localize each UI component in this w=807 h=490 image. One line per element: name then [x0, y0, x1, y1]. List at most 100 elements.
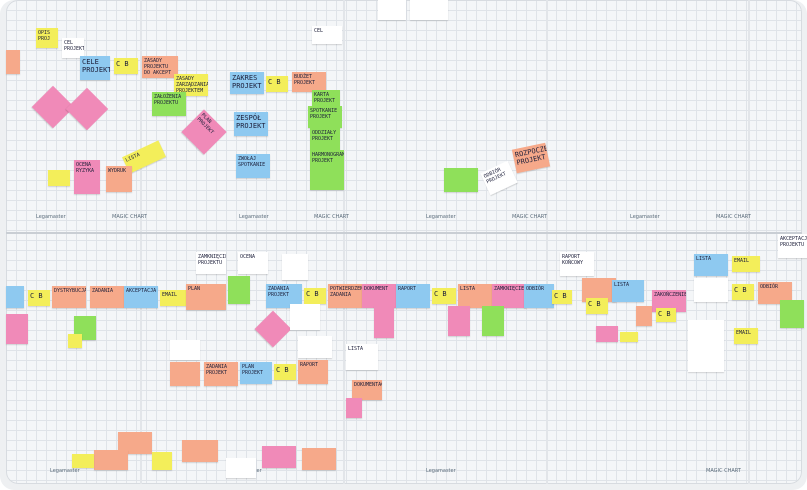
sticky-note: HARMONOGRAM PROJEKT — [310, 150, 344, 190]
sticky-note: OCENA — [238, 252, 268, 274]
sticky-note: ODDZIAŁY PROJEKT — [310, 128, 340, 150]
sticky-note: LISTA — [694, 254, 728, 276]
sticky-note — [226, 458, 256, 478]
sticky-note — [282, 254, 308, 280]
sticky-note: BUDŻET PROJEKT — [292, 72, 326, 92]
sticky-note — [298, 336, 332, 358]
sticky-note: C B — [114, 58, 138, 74]
brand-label: Legamaster — [36, 214, 66, 220]
sticky-note: C B — [656, 308, 676, 322]
sticky-note: ROZPOCZĘCIE PROJEKT — [511, 142, 551, 174]
brand-label: MAGIC CHART — [512, 214, 547, 220]
brand-label: MAGIC CHART — [314, 214, 349, 220]
brand-label: Legamaster — [426, 214, 456, 220]
sticky-note — [262, 446, 296, 468]
sticky-note: LISTA — [458, 284, 492, 308]
sticky-note — [48, 170, 70, 186]
sticky-note: C B — [28, 290, 50, 306]
sticky-note: ODBIÓR — [758, 282, 792, 304]
sticky-note — [596, 326, 618, 342]
sticky-note — [482, 306, 504, 336]
sticky-note: LISTA — [346, 344, 378, 370]
sticky-note: C B — [266, 76, 288, 92]
sticky-note: RAPORT — [298, 360, 328, 384]
sticky-note: AKCEPTACJA — [124, 286, 158, 308]
sticky-note: RAPORT — [396, 284, 430, 308]
sticky-note: ZAKOŃCZENIE — [652, 290, 686, 312]
sticky-note: EMAIL — [160, 290, 188, 306]
sticky-note: ZADANIA PROJEKT — [204, 362, 238, 386]
sticky-note: CEL — [312, 26, 342, 44]
whiteboard: Legamaster MAGIC CHART Legamaster MAGIC … — [6, 0, 807, 484]
sticky-note: DOKUMENT — [362, 284, 396, 308]
sticky-note: OPIS PROJ — [36, 28, 58, 48]
sticky-note: ZAMKNIĘCIE — [492, 284, 526, 308]
sticky-note — [636, 306, 652, 326]
sticky-note — [68, 334, 82, 348]
sticky-note: EMAIL — [732, 256, 760, 272]
sticky-note: C B — [304, 288, 326, 304]
brand-label: MAGIC CHART — [716, 214, 751, 220]
sticky-note — [410, 0, 448, 20]
sticky-note: C B — [732, 284, 754, 300]
sticky-note: ODBIÓR PROJEKT — [480, 160, 518, 196]
sticky-note — [254, 310, 292, 348]
brand-label: Legamaster — [630, 214, 660, 220]
sticky-note — [118, 432, 152, 454]
sticky-note: ZASADY ZARZĄDZANIA PROJEKTEM — [174, 74, 208, 96]
sticky-note: ZWOŁAJ SPOTKANIE — [236, 154, 270, 178]
sticky-note — [72, 454, 94, 468]
sticky-note: ZASADY PROJEKTU DO AKCEPT — [142, 56, 178, 78]
sticky-note: CEL PROJEKT — [62, 38, 84, 58]
sticky-note — [374, 306, 394, 338]
sticky-note — [228, 276, 250, 304]
sticky-note: AKCEPTACJA PROJEKTU — [778, 234, 807, 258]
sticky-note: RAPORT KOŃCOWY — [560, 252, 594, 276]
sticky-note: DOKUMENTACJA — [352, 380, 382, 400]
sheet-seam — [140, 0, 142, 484]
sticky-note — [448, 306, 470, 336]
sticky-note: C B — [586, 298, 608, 314]
sticky-note: ZADANIA — [90, 286, 124, 308]
sticky-note: ZAKRES PROJEKT — [230, 72, 264, 94]
sticky-note: C B — [552, 290, 572, 304]
sticky-note: DYSTRYBUCJA — [52, 286, 86, 308]
sticky-note: CELE PROJEKT — [80, 56, 110, 80]
sheet-seam — [6, 232, 802, 234]
sticky-note: ZAMKNIĘCIE PROJEKTU — [196, 252, 226, 274]
brand-label: MAGIC CHART — [112, 214, 147, 220]
brand-label: Legamaster — [239, 214, 269, 220]
brand-label: Legamaster — [50, 468, 80, 474]
sticky-note: SPOTKANIE PROJEKT — [308, 106, 342, 128]
sticky-note — [620, 332, 638, 342]
sticky-note — [6, 286, 24, 308]
sticky-note: C B — [432, 288, 456, 304]
sticky-note — [688, 320, 724, 372]
sticky-note: EMAIL — [734, 328, 758, 344]
sticky-note: C B — [274, 364, 296, 380]
sticky-note — [182, 440, 218, 462]
sticky-note — [780, 300, 804, 328]
sticky-note — [302, 448, 336, 470]
sheet-seam — [343, 0, 345, 484]
brand-label: Legamaster — [426, 468, 456, 474]
sticky-note: POTWIERDZENIE ZADANIA — [328, 284, 362, 308]
sticky-note: ZESPÓŁ PROJEKT — [234, 112, 268, 136]
sticky-note — [378, 0, 406, 20]
sheet-seam — [546, 0, 548, 484]
sticky-note: PLAN PROJEKT — [181, 109, 227, 155]
sticky-note: PLAN — [186, 284, 226, 310]
sticky-note — [444, 168, 478, 192]
sticky-note — [694, 278, 728, 302]
sticky-note — [346, 398, 362, 418]
sticky-note — [6, 50, 20, 74]
sheet-seam — [748, 0, 750, 484]
sticky-note: PLAN PROJEKT — [240, 362, 272, 384]
sticky-note — [65, 87, 109, 131]
sticky-note — [170, 340, 200, 360]
sticky-note — [152, 452, 172, 470]
sticky-note: WYDRUK — [106, 166, 132, 192]
brand-label: MAGIC CHART — [706, 468, 741, 474]
sticky-note: ZAŁOŻENIA PROJEKTU — [152, 92, 186, 116]
